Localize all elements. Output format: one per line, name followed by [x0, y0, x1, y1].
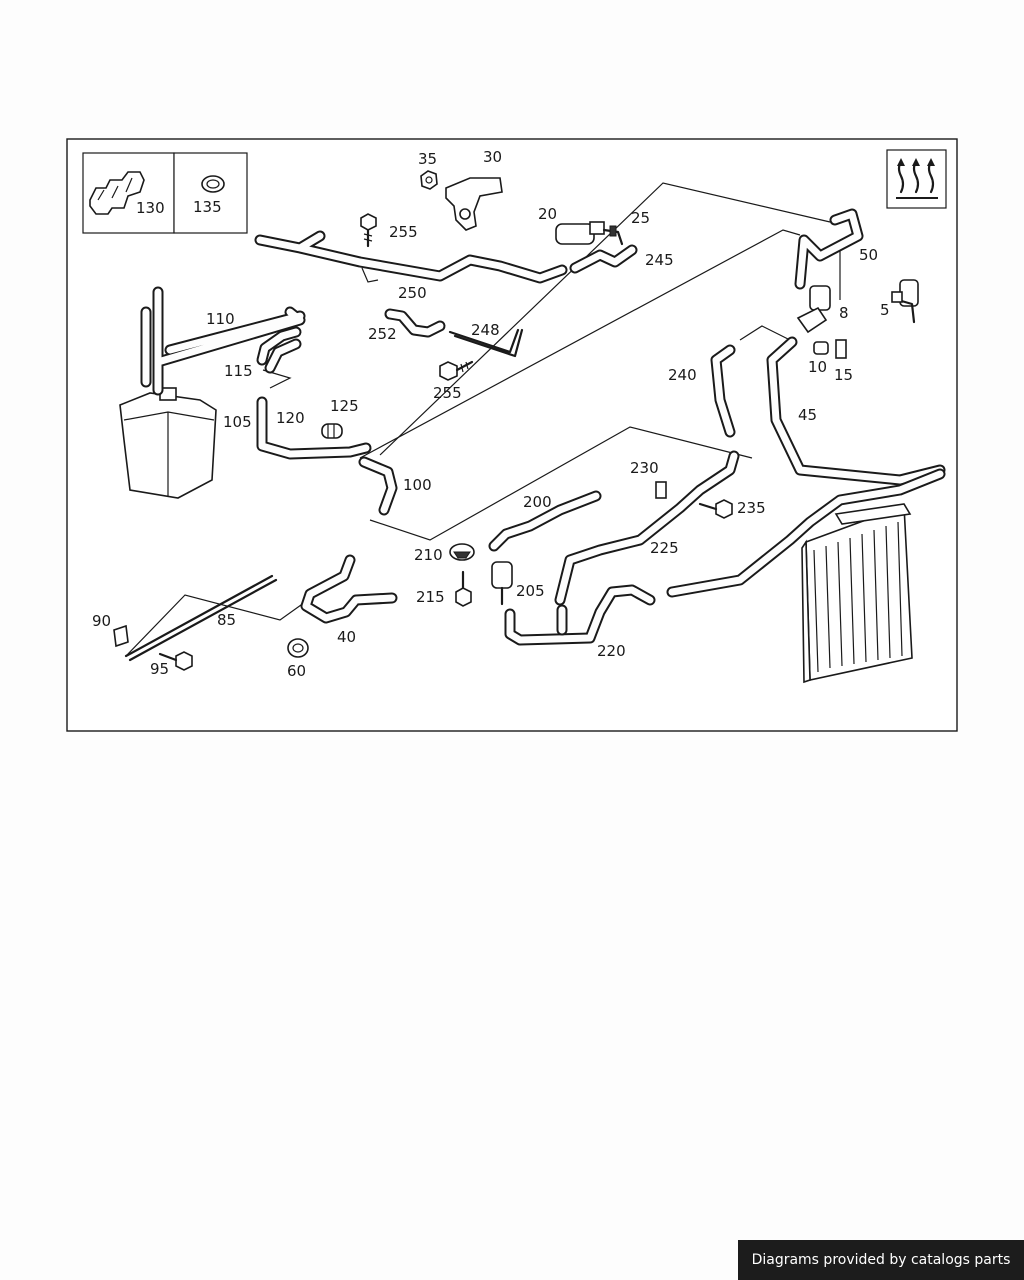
valve-20 [555, 221, 624, 246]
screw-235 [698, 499, 733, 519]
part-label-40: 40 [337, 628, 356, 646]
inset-box-135 [173, 152, 248, 234]
hose-220 [504, 584, 656, 646]
hose-245 [569, 244, 638, 274]
part-label-245: 245 [645, 251, 674, 269]
screw-95 [158, 651, 193, 671]
part-label-135: 135 [193, 198, 222, 216]
heating-symbol-icon [886, 149, 947, 209]
part-label-35: 35 [418, 150, 437, 168]
hose-45 [766, 336, 946, 486]
clip-130-icon [89, 171, 145, 215]
sensor-15 [835, 339, 847, 359]
part-label-210: 210 [414, 546, 443, 564]
bracket-248 [448, 328, 524, 358]
credit-banner: Diagrams provided by catalogs parts [738, 1240, 1024, 1280]
screw-255-upper [360, 213, 377, 248]
valve-5 [891, 279, 919, 324]
pipe-225 [554, 450, 740, 606]
clip-210 [449, 543, 475, 561]
clip-230 [655, 481, 667, 499]
pipe-120 [256, 396, 372, 460]
part-label-8: 8 [839, 304, 849, 322]
heater-core [801, 503, 913, 684]
valve-8 [796, 285, 831, 334]
part-label-255-lower: 255 [433, 384, 462, 402]
part-label-200: 200 [523, 493, 552, 511]
grommet-125 [321, 423, 343, 439]
part-label-130: 130 [136, 199, 165, 217]
grommet-60 [287, 638, 309, 658]
part-label-205: 205 [516, 582, 545, 600]
part-label-235: 235 [737, 499, 766, 517]
part-label-225: 225 [650, 539, 679, 557]
pipe-250 [254, 230, 568, 284]
hose-40 [300, 554, 398, 624]
part-label-25: 25 [631, 209, 650, 227]
part-label-20: 20 [538, 205, 557, 223]
nut-35 [420, 170, 438, 190]
part-label-255-upper: 255 [389, 223, 418, 241]
part-labels: 130 135 35 30 20 25 255 245 250 252 248 … [92, 148, 890, 680]
part-label-220: 220 [597, 642, 626, 660]
clamp-135-icon [201, 175, 225, 193]
part-label-250: 250 [398, 284, 427, 302]
part-label-110: 110 [206, 310, 235, 328]
reservoir-105 [119, 387, 217, 499]
fitting-205 [491, 561, 513, 606]
part-label-30: 30 [483, 148, 502, 166]
part-label-15: 15 [834, 366, 853, 384]
clip-90 [113, 624, 129, 648]
parts-diagram: 130 135 35 30 20 25 255 245 250 252 248 … [66, 138, 958, 732]
part-label-85: 85 [217, 611, 236, 629]
part-label-120: 120 [276, 409, 305, 427]
part-label-45: 45 [798, 406, 817, 424]
part-label-252: 252 [368, 325, 397, 343]
part-label-125: 125 [330, 397, 359, 415]
screw-255-lower [439, 360, 474, 381]
part-label-100: 100 [403, 476, 432, 494]
hose-100 [358, 456, 398, 516]
pipe-to-core [666, 468, 946, 598]
hose-240 [710, 344, 736, 438]
part-label-240: 240 [668, 366, 697, 384]
hose-115 [256, 326, 302, 374]
screw-215 [455, 570, 472, 607]
part-label-10: 10 [808, 358, 827, 376]
hose-50 [794, 208, 864, 290]
part-label-5: 5 [880, 301, 890, 319]
part-label-105: 105 [223, 413, 252, 431]
part-label-115: 115 [224, 362, 253, 380]
part-label-95: 95 [150, 660, 169, 678]
part-label-50: 50 [859, 246, 878, 264]
rod-85 [124, 574, 278, 662]
bracket-30 [445, 177, 503, 231]
part-label-60: 60 [287, 662, 306, 680]
part-label-90: 90 [92, 612, 111, 630]
part-label-248: 248 [471, 321, 500, 339]
hose-252 [384, 308, 446, 338]
plug-10 [813, 341, 829, 355]
part-label-230: 230 [630, 459, 659, 477]
pipe-110 [140, 286, 306, 396]
hose-200 [488, 490, 602, 552]
part-label-215: 215 [416, 588, 445, 606]
